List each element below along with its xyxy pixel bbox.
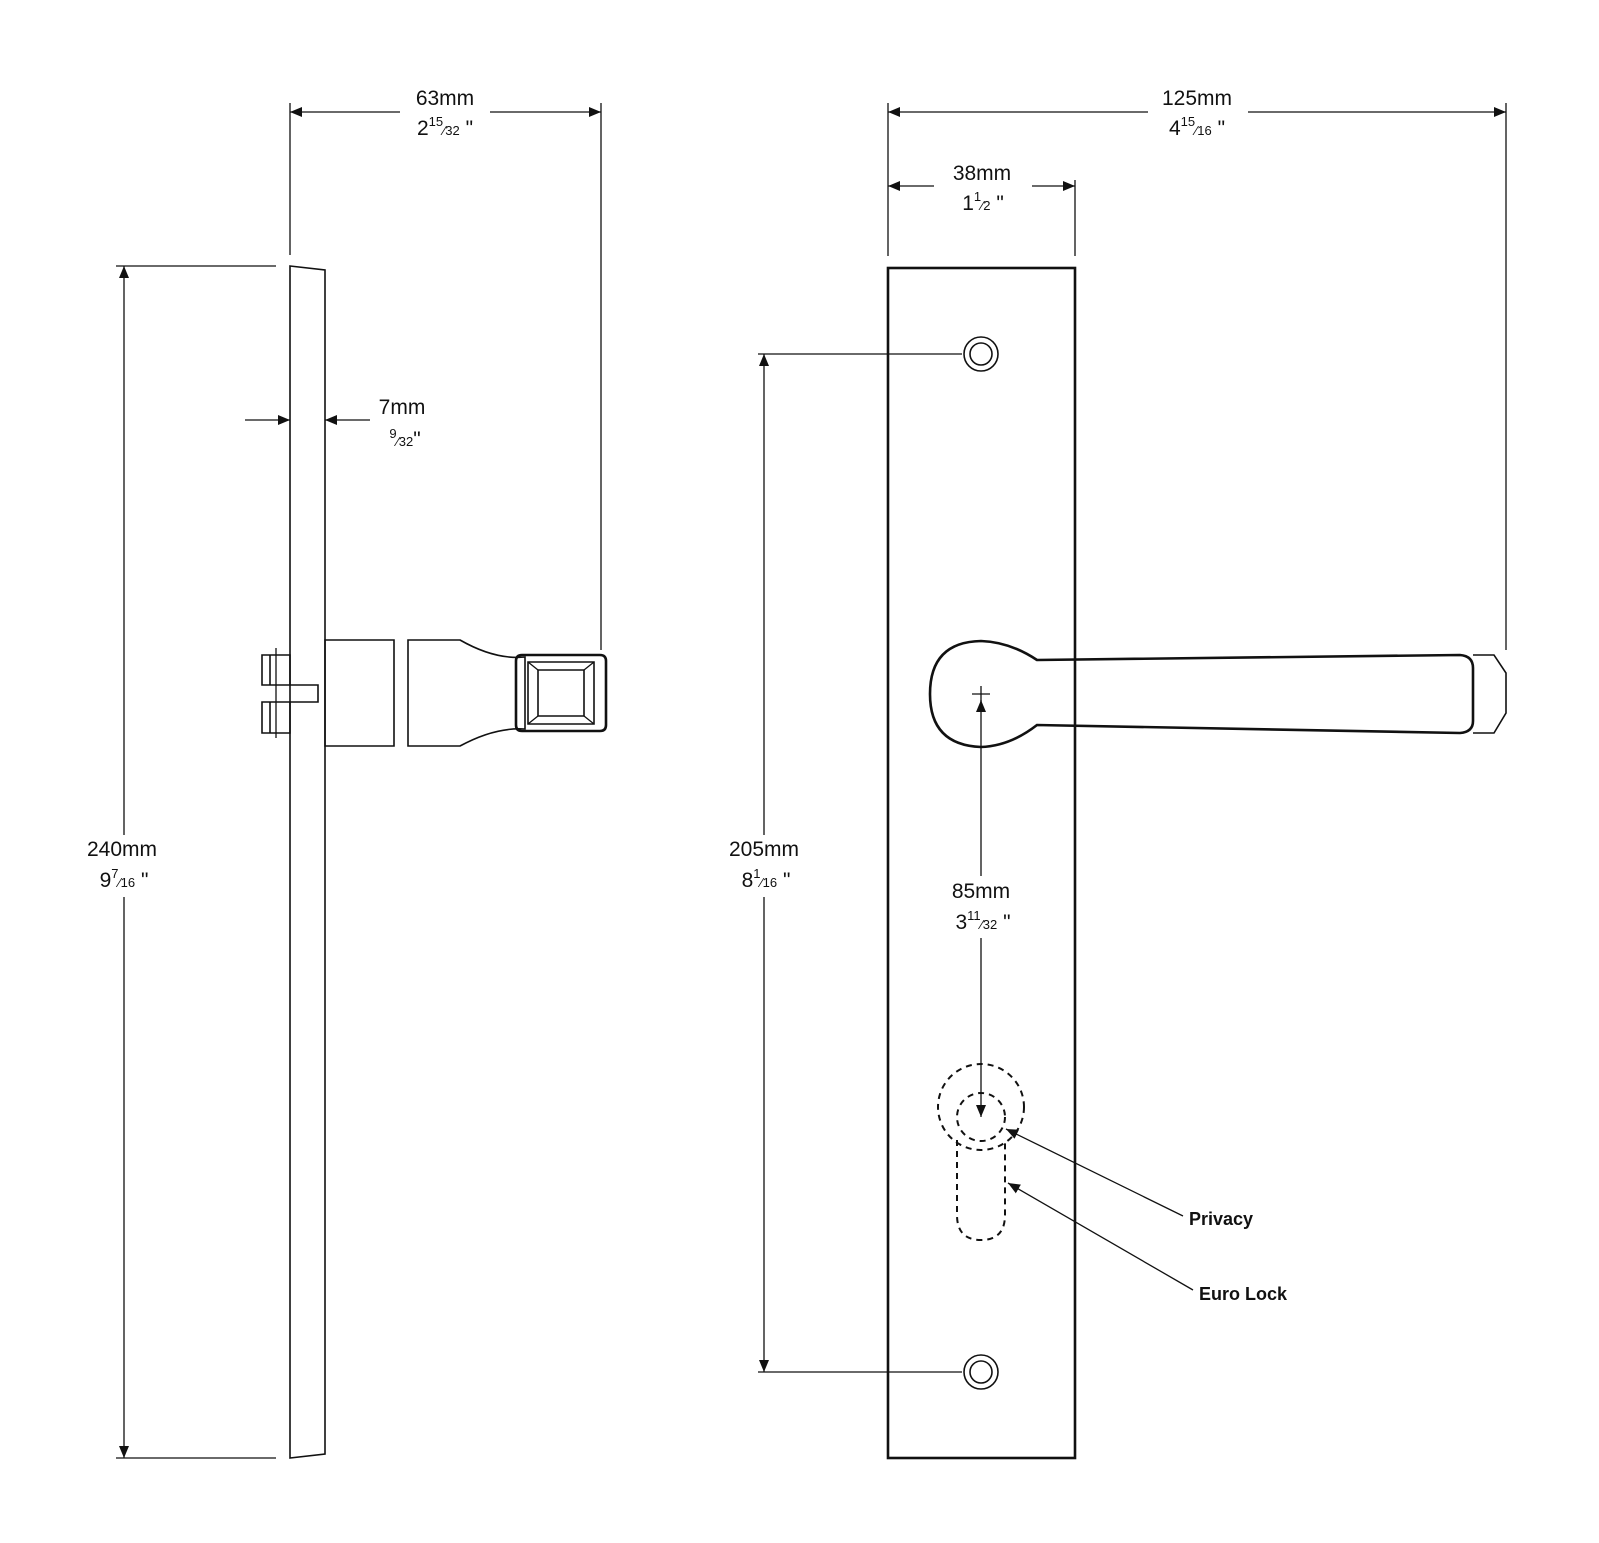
side-spindle-fixings — [261, 648, 319, 738]
side-lever-end — [514, 653, 608, 733]
front-lever-handle — [928, 639, 1475, 749]
side-rose — [324, 639, 395, 747]
dim-fixing-centres: 205mm 81⁄16 " — [716, 353, 962, 1373]
fixing-centres-metric: 205mm — [729, 838, 799, 861]
dim-overall-height: 240mm 97⁄16 " — [76, 265, 276, 1459]
spindle-to-lock-metric: 85mm — [952, 880, 1010, 903]
plate-width-metric: 38mm — [953, 162, 1011, 185]
side-projection-imperial: 215⁄32 " — [417, 114, 473, 140]
spindle-centre-mark — [972, 686, 990, 702]
spindle-to-lock-imperial: 311⁄32 " — [955, 908, 1010, 934]
side-lever-neck — [407, 639, 526, 747]
dim-side-projection: 63mm 215⁄32 " — [289, 87, 602, 650]
euro-lock-label: Euro Lock — [1199, 1284, 1288, 1304]
lever-end-knob — [1473, 654, 1507, 734]
plate-width-imperial: 11⁄2 " — [962, 189, 1004, 215]
privacy-label: Privacy — [1189, 1209, 1253, 1229]
dim-plate-width: 38mm 11⁄2 " — [888, 160, 1076, 256]
front-backplate — [886, 266, 1077, 1460]
overall-width-imperial: 415⁄16 " — [1169, 114, 1225, 140]
side-projection-metric: 63mm — [416, 87, 474, 110]
side-backplate — [289, 265, 326, 1459]
front-view: Privacy Euro Lock 125mm 415⁄16 " 38mm 11… — [716, 87, 1507, 1460]
euro-lock-slot — [956, 1140, 1006, 1242]
dim-overall-width: 125mm 415⁄16 " — [887, 87, 1507, 650]
overall-height-metric: 240mm — [87, 838, 157, 861]
overall-height-imperial: 97⁄16 " — [100, 866, 149, 892]
side-view: 63mm 215⁄32 " 7mm 9⁄32" 240mm 97⁄16 " — [76, 87, 608, 1459]
plate-thickness-imperial: 9⁄32" — [389, 426, 420, 451]
screw-hole-bottom — [963, 1354, 999, 1390]
dim-plate-thickness: 7mm 9⁄32" — [245, 396, 425, 451]
callout-privacy: Privacy — [1005, 1128, 1253, 1229]
fixing-centres-imperial: 81⁄16 " — [742, 866, 791, 892]
overall-width-metric: 125mm — [1162, 87, 1232, 110]
screw-hole-top — [963, 336, 999, 372]
plate-thickness-metric: 7mm — [379, 396, 426, 419]
dim-spindle-to-lock: 85mm 311⁄32 " — [936, 700, 1032, 1117]
callout-euro-lock: Euro Lock — [1007, 1182, 1288, 1304]
